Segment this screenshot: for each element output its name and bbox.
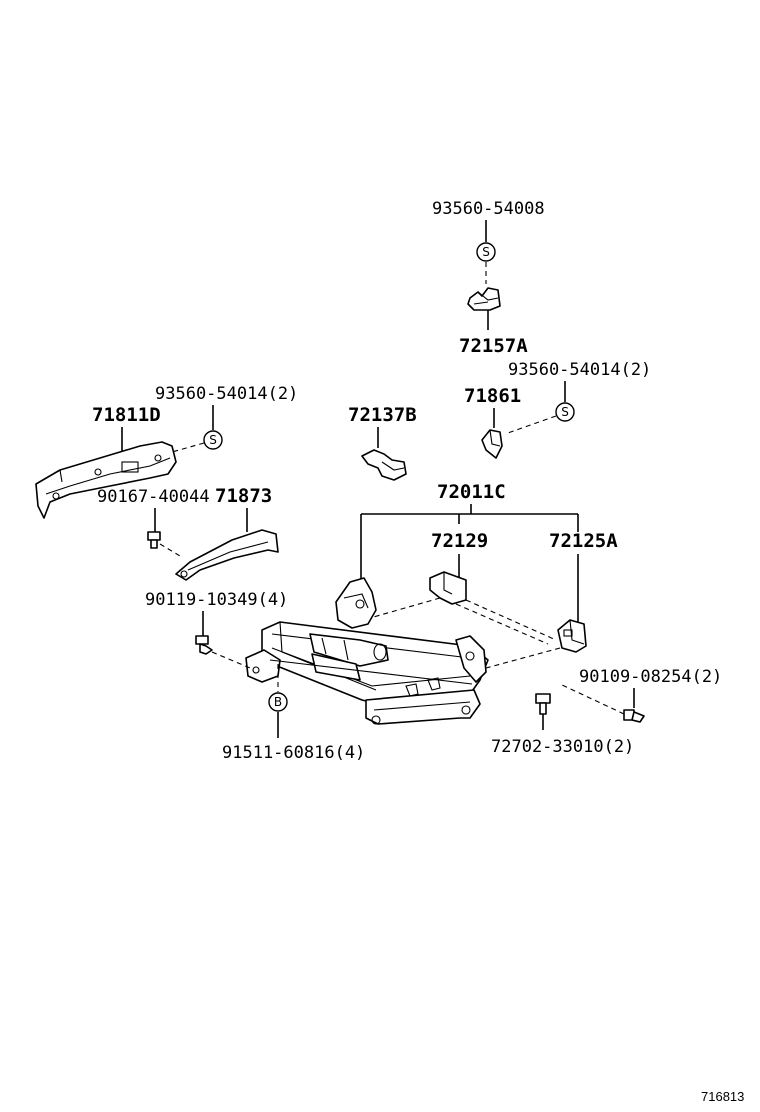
bolt-90119-icon <box>195 635 213 655</box>
cover-71811d-icon <box>35 441 177 519</box>
callout-90109-08254[interactable]: 90109-08254(2) <box>579 667 722 687</box>
catalog-id: 716813 <box>701 1089 744 1104</box>
dash-line <box>211 651 251 669</box>
dash-line <box>504 415 557 435</box>
seat-frame-icon <box>245 577 489 725</box>
callout-72125a[interactable]: 72125A <box>549 530 618 552</box>
bracket-72157a-icon <box>467 287 501 311</box>
symbol-b-icon: B <box>268 692 288 712</box>
callout-93560-54014-left[interactable]: 93560-54014(2) <box>155 384 298 404</box>
callout-90167-40044[interactable]: 90167-40044 <box>97 487 210 507</box>
callout-71861[interactable]: 71861 <box>464 385 521 407</box>
callout-72702-33010[interactable]: 72702-33010(2) <box>491 737 634 757</box>
symbol-s-letter: S <box>482 245 490 259</box>
symbol-b-letter: B <box>274 695 282 709</box>
bracket-72129-icon <box>429 571 467 605</box>
dash-line <box>465 599 557 641</box>
dash-line <box>369 597 441 619</box>
callout-72129[interactable]: 72129 <box>431 530 488 552</box>
callout-71811d[interactable]: 71811D <box>92 404 161 426</box>
callout-72137b[interactable]: 72137B <box>348 404 417 426</box>
bracket-72125a-icon <box>557 619 587 653</box>
callout-72157a[interactable]: 72157A <box>459 335 528 357</box>
callout-93560-54008[interactable]: 93560-54008 <box>432 199 545 219</box>
dash-line <box>559 683 625 715</box>
dash-line <box>171 442 205 453</box>
symbol-s-icon: S <box>555 402 575 422</box>
symbol-s-letter: S <box>561 405 569 419</box>
bolt-90109-icon <box>623 709 645 723</box>
symbol-s-letter: S <box>209 433 217 447</box>
dash-line <box>159 543 181 557</box>
callout-93560-54014-right[interactable]: 93560-54014(2) <box>508 360 651 380</box>
symbol-s-icon: S <box>203 430 223 450</box>
screw-90167-icon <box>147 531 161 549</box>
clip-71861-icon <box>481 429 503 459</box>
callout-90119-10349[interactable]: 90119-10349(4) <box>145 590 288 610</box>
symbol-s-icon: S <box>476 242 496 262</box>
dash-line <box>485 647 561 669</box>
bolt-72702-icon <box>535 693 551 715</box>
callout-72011c[interactable]: 72011C <box>437 481 506 503</box>
callout-71873[interactable]: 71873 <box>215 485 272 507</box>
trim-71873-icon <box>175 529 279 581</box>
callout-91511-60816[interactable]: 91511-60816(4) <box>222 743 365 763</box>
dash-line <box>455 603 549 645</box>
bracket-72137b-icon <box>361 449 407 481</box>
